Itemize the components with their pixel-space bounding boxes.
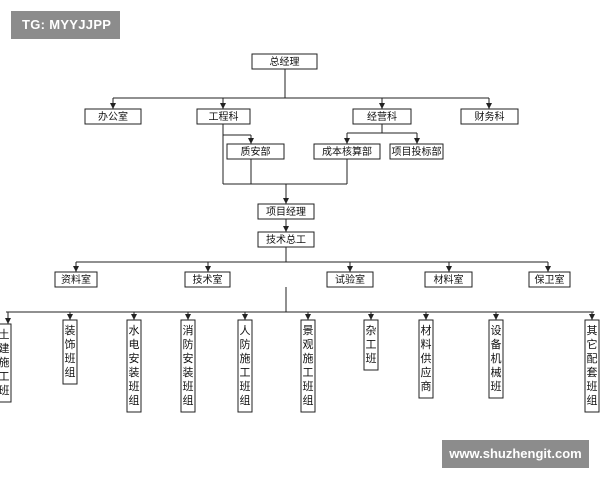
- arrowhead: [283, 226, 289, 232]
- node-materials-room-label: 材料室: [434, 273, 464, 286]
- node-project-manager: 项目经理: [257, 203, 315, 220]
- node-cost-accounting-label: 成本核算部: [322, 145, 372, 158]
- node-security-room-label: 保卫室: [535, 273, 565, 286]
- arrowhead: [205, 266, 211, 272]
- arrowhead: [67, 314, 73, 320]
- arrowhead: [368, 314, 374, 320]
- arrowhead: [283, 198, 289, 204]
- arrowhead: [446, 266, 452, 272]
- team-fire-protection: 消防安装班组: [180, 319, 196, 413]
- arrowhead: [242, 314, 248, 320]
- arrowhead: [344, 138, 350, 144]
- node-project-manager-label: 项目经理: [266, 205, 306, 218]
- arrowhead: [248, 138, 254, 144]
- node-engineering: 工程科: [196, 108, 251, 125]
- team-landscape-label: 景观施工班组: [303, 324, 314, 407]
- team-plumbing-electrical-label: 水电安装班组: [129, 324, 140, 407]
- team-materials-supplier: 材料供应商: [418, 319, 434, 399]
- team-equipment-label: 设备机械班: [491, 324, 502, 393]
- arrowhead: [305, 314, 311, 320]
- arrowhead: [423, 314, 429, 320]
- org-nodes: 总经理 办公室 工程科 经营科 财务科 质安部 成本核算部: [54, 53, 571, 288]
- node-root: 总经理: [251, 53, 318, 70]
- arrowhead: [185, 314, 191, 320]
- team-civil-label: 土建施工班: [0, 328, 10, 397]
- node-bidding: 项目投标部: [389, 143, 444, 160]
- arrowhead: [486, 103, 492, 109]
- node-test-room: 试验室: [326, 271, 374, 288]
- team-labor: 杂工班: [363, 319, 379, 371]
- team-materials-supplier-label: 材料供应商: [421, 323, 432, 393]
- node-materials-room: 材料室: [424, 271, 473, 288]
- arrowhead: [347, 266, 353, 272]
- arrowhead: [110, 103, 116, 109]
- team-nodes: 土建施工班 装饰班组 水电安装班组 消防安装班组 人防施工班组 景观施工班组 杂工班 材料供应…: [0, 319, 600, 413]
- arrowhead: [73, 266, 79, 272]
- node-office: 办公室: [84, 108, 142, 125]
- node-finance-label: 财务科: [475, 110, 505, 123]
- watermark-bottom-right: www.shuzhengit.com: [442, 440, 589, 468]
- team-decoration-label: 装饰班组: [65, 324, 76, 379]
- node-finance: 财务科: [460, 108, 519, 125]
- node-chief-engineer-label: 技术总工: [266, 233, 306, 246]
- arrowhead: [493, 314, 499, 320]
- team-decoration: 装饰班组: [62, 319, 78, 385]
- node-security-room: 保卫室: [528, 271, 571, 288]
- arrowhead: [545, 266, 551, 272]
- team-supporting: 其它配套班组: [584, 319, 600, 413]
- node-office-label: 办公室: [98, 110, 128, 123]
- node-test-room-label: 试验室: [335, 273, 365, 286]
- node-bidding-label: 项目投标部: [392, 145, 442, 158]
- team-landscape: 景观施工班组: [300, 319, 316, 413]
- team-plumbing-electrical: 水电安装班组: [126, 319, 142, 413]
- watermark-top-left: TG: MYYJJPP: [11, 11, 120, 39]
- node-archives-room-label: 资料室: [61, 273, 91, 286]
- node-archives-room: 资料室: [54, 271, 98, 288]
- team-civil-defense: 人防施工班组: [237, 319, 253, 413]
- team-civil-defense-label: 人防施工班组: [240, 324, 251, 407]
- node-business: 经营科: [352, 108, 412, 125]
- arrowhead: [379, 103, 385, 109]
- node-engineering-label: 工程科: [209, 110, 239, 123]
- node-technical-room: 技术室: [184, 271, 231, 288]
- arrowhead: [220, 103, 226, 109]
- arrowhead: [589, 314, 595, 320]
- node-chief-engineer: 技术总工: [257, 231, 315, 248]
- arrowhead: [131, 314, 137, 320]
- team-fire-protection-label: 消防安装班组: [183, 323, 194, 407]
- team-equipment: 设备机械班: [488, 319, 504, 399]
- node-cost-accounting: 成本核算部: [313, 143, 381, 160]
- team-labor-label: 杂工班: [366, 324, 377, 365]
- arrowheads: [5, 103, 595, 324]
- node-root-label: 总经理: [270, 55, 300, 68]
- team-civil: 土建施工班: [0, 323, 12, 403]
- node-technical-room-label: 技术室: [193, 273, 223, 286]
- team-supporting-label: 其它配套班组: [587, 324, 598, 407]
- arrowhead: [414, 138, 420, 144]
- arrowhead: [5, 318, 11, 324]
- node-business-label: 经营科: [367, 110, 397, 123]
- node-quality-safety-label: 质安部: [241, 145, 271, 158]
- node-quality-safety: 质安部: [226, 143, 285, 160]
